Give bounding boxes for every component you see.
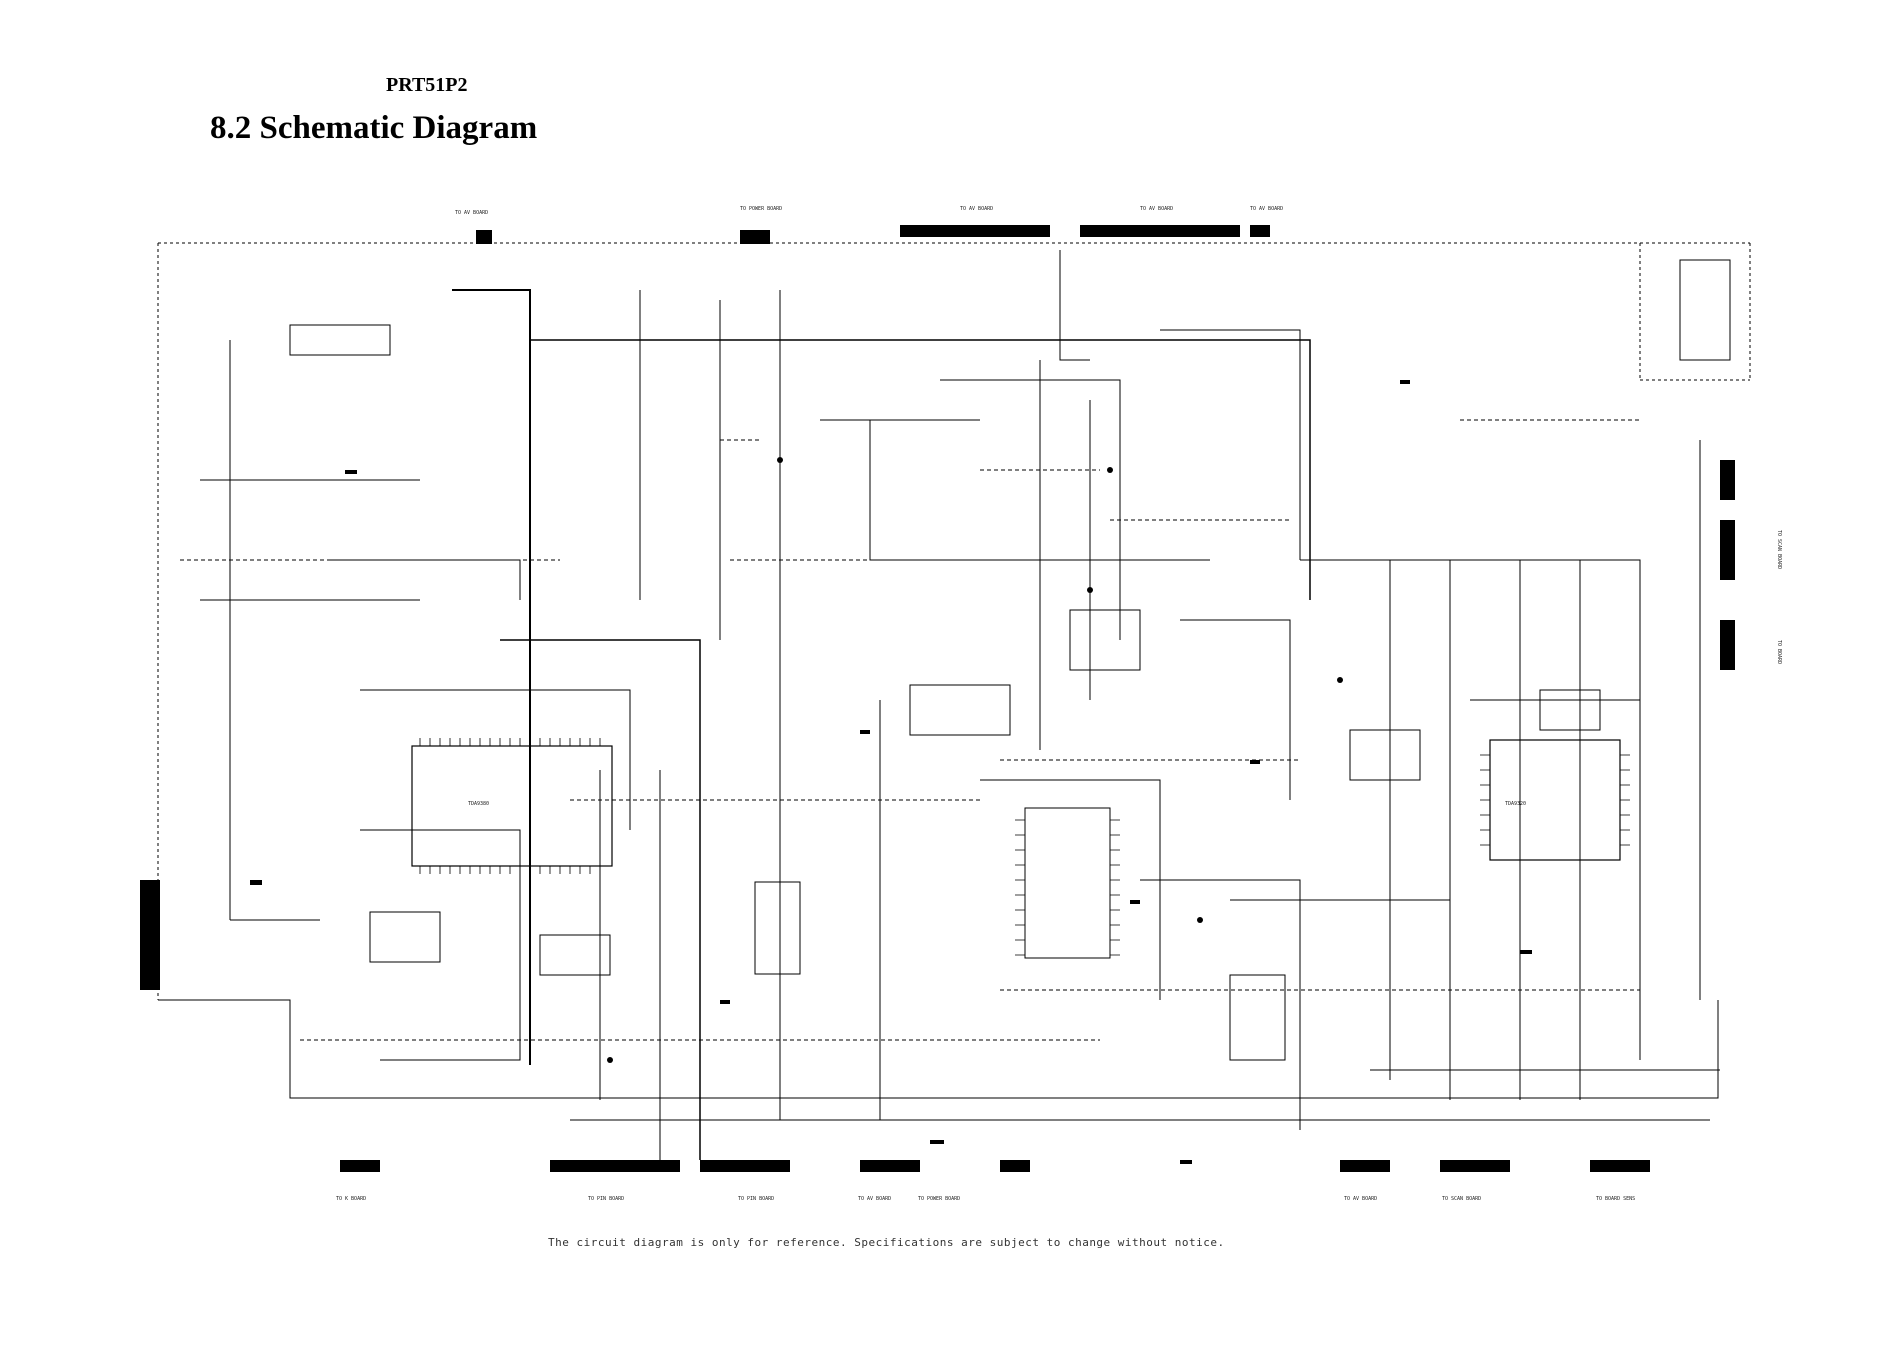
ic-label-right: TDA9320 <box>1505 801 1526 807</box>
bottom-connector-label: TO BOARD SENS <box>1596 1196 1635 1202</box>
ic-label-main: TDA9380 <box>468 801 489 807</box>
right-connector-label: TO SCAN BOARD <box>1776 530 1782 569</box>
top-connector-label: TO AV BOARD <box>960 206 993 212</box>
top-connector-label: TO POWER BOARD <box>740 206 782 212</box>
top-connector-label: TO AV BOARD <box>1140 206 1173 212</box>
bottom-connector-label: TO AV BOARD <box>1344 1196 1377 1202</box>
bottom-connector-label: TO PIN BOARD <box>738 1196 774 1202</box>
model-number: PRT51P2 <box>386 74 468 96</box>
page-title: 8.2 Schematic Diagram <box>210 110 538 146</box>
right-connector-label: TO BOARD <box>1776 640 1782 664</box>
disclaimer-note: The circuit diagram is only for referenc… <box>548 1236 1225 1249</box>
top-connector-label: TO AV BOARD <box>455 210 488 216</box>
top-connector-label: TO AV BOARD <box>1250 206 1283 212</box>
bottom-connector-label: TO AV BOARD <box>858 1196 891 1202</box>
bottom-connector-label: TO SCAN BOARD <box>1442 1196 1481 1202</box>
bottom-connector-label: TO K BOARD <box>336 1196 366 1202</box>
bottom-connector-label: TO POWER BOARD <box>918 1196 960 1202</box>
bottom-connector-label: TO PIN BOARD <box>588 1196 624 1202</box>
